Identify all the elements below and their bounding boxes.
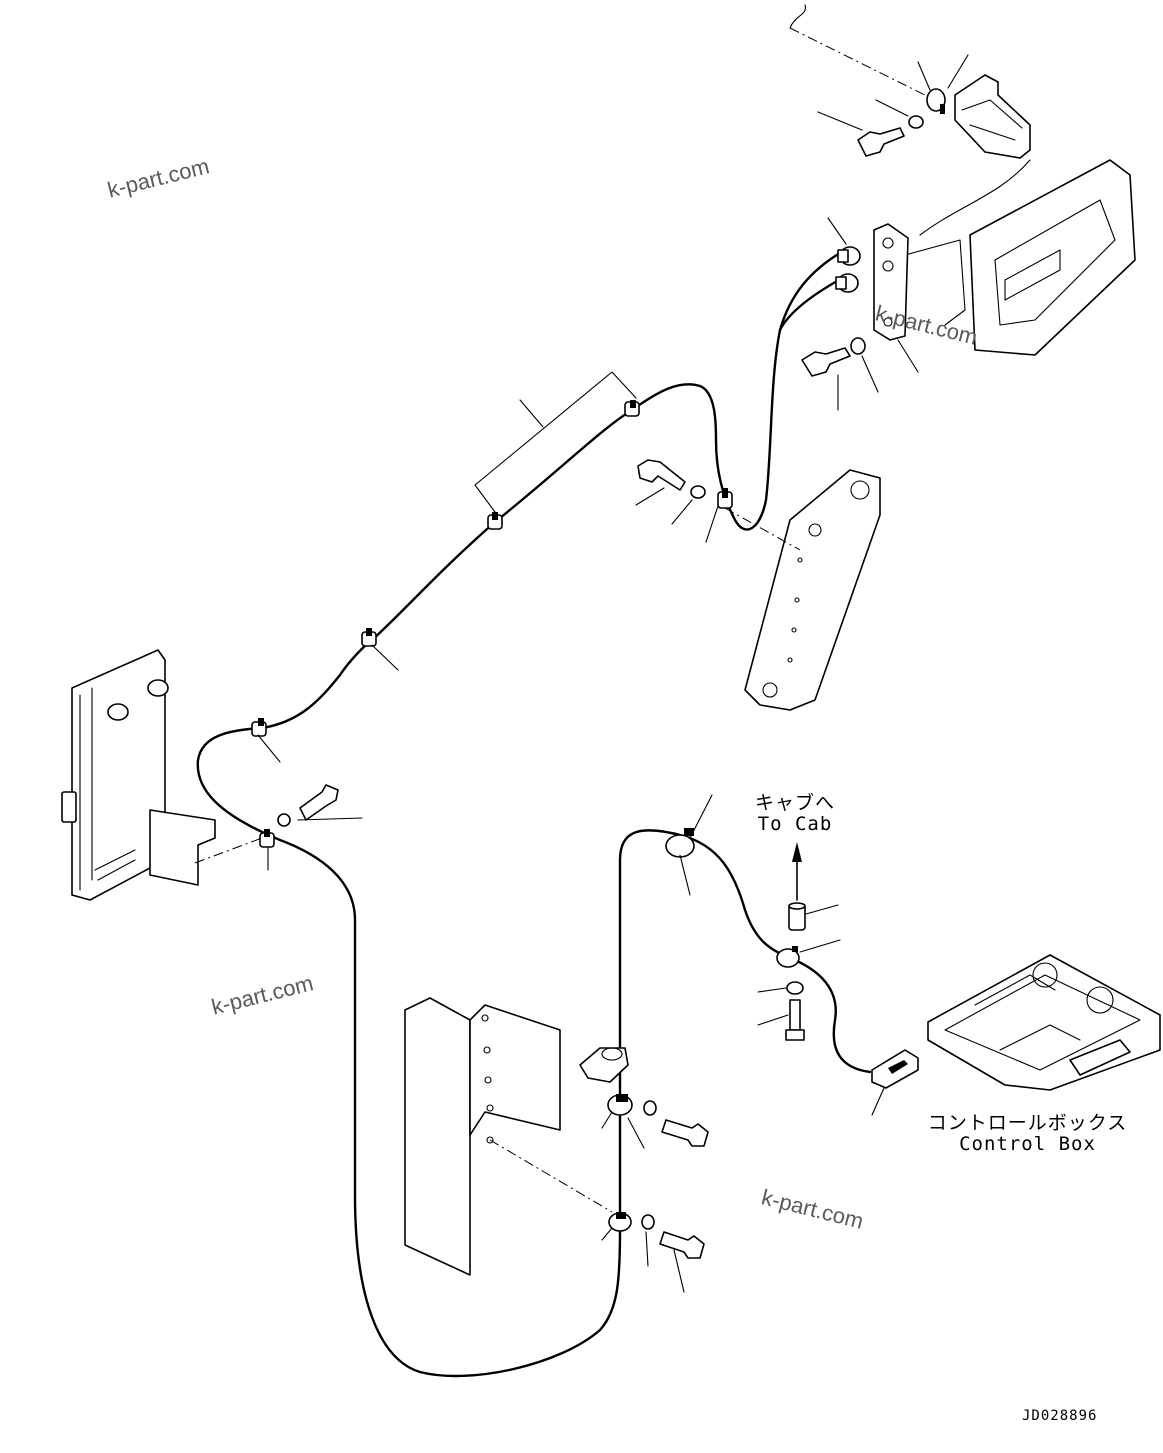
drawing-code: JD028896 xyxy=(1022,1408,1098,1424)
lower-bracket xyxy=(404,997,629,1276)
dash-leader xyxy=(489,1139,613,1213)
dash-leader xyxy=(194,837,263,864)
clamp-icon xyxy=(776,946,800,968)
clamp-icon xyxy=(624,400,640,417)
washer-icon xyxy=(690,485,706,499)
clamp-icon xyxy=(665,828,695,858)
bolt-icon xyxy=(801,347,851,377)
connector-plate xyxy=(873,223,909,341)
connector-plug-icon xyxy=(835,246,861,293)
clamp-icon xyxy=(259,829,275,848)
bolt-icon xyxy=(659,1231,705,1259)
washer-icon xyxy=(643,1100,657,1116)
bolt-icon xyxy=(785,999,805,1041)
arrow-head xyxy=(792,842,802,862)
dash-leader xyxy=(724,507,801,551)
to-cab-label-en: To Cab xyxy=(757,813,833,835)
clamp-icon xyxy=(251,718,267,737)
cable-end-squiggle xyxy=(789,4,806,29)
to-cab-label-jp: キャブへ xyxy=(754,792,835,814)
clamp-icon xyxy=(487,512,503,530)
bolt-icon xyxy=(299,784,339,821)
mount-arm xyxy=(744,469,881,711)
clamp-group xyxy=(251,400,800,1232)
washer-icon xyxy=(850,337,866,355)
control-box-label-en: Control Box xyxy=(959,1133,1096,1155)
washer-icon xyxy=(908,115,924,129)
control-box xyxy=(927,954,1161,1091)
valve-housing xyxy=(904,159,1136,356)
bolt-icon xyxy=(637,459,686,491)
standoff-icon xyxy=(788,902,806,931)
bolt-icon xyxy=(661,1119,709,1147)
washer-icon xyxy=(277,813,291,827)
connector-plug-icon xyxy=(871,1049,919,1089)
control-box-label-jp: コントロールボックス xyxy=(927,1112,1128,1134)
dash-leader xyxy=(789,27,936,101)
clamp-icon xyxy=(361,628,377,647)
washer-icon xyxy=(786,981,804,995)
clamp-icon xyxy=(717,488,733,509)
leader-lines xyxy=(257,54,969,1293)
bracket-callout xyxy=(474,371,637,513)
harness-cable-lower xyxy=(353,829,872,1378)
washer-icon xyxy=(641,1214,655,1230)
left-panel xyxy=(61,649,216,901)
clip-icon xyxy=(926,88,946,114)
clamp-icon xyxy=(607,1094,633,1116)
clamp-icon xyxy=(608,1212,632,1232)
harness-cable xyxy=(196,248,847,1197)
connector-bracket xyxy=(954,74,1031,159)
bolt-icon xyxy=(857,127,905,157)
